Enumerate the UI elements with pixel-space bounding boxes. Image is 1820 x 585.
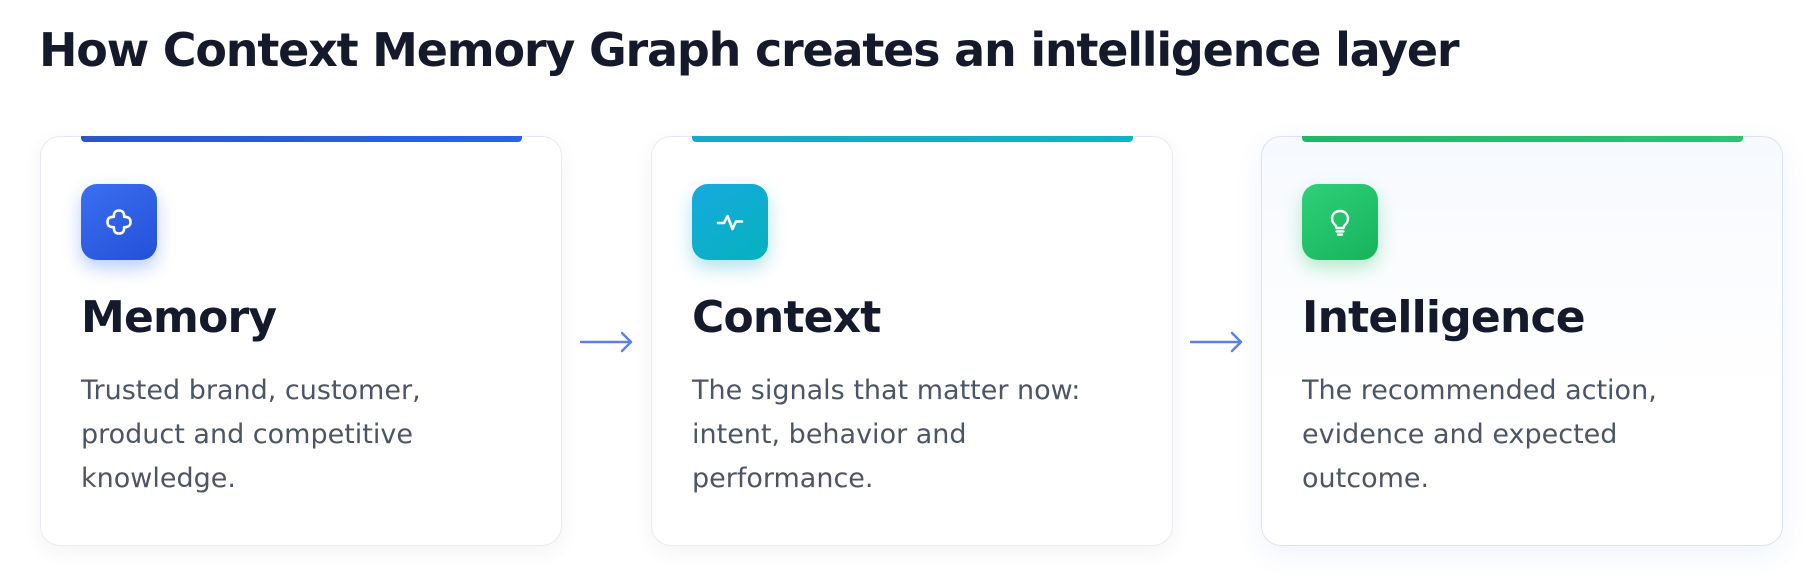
connector-arrow-2 (1190, 327, 1244, 357)
context-card: Context The signals that matter now: int… (651, 136, 1173, 546)
lightbulb-icon (1330, 209, 1350, 236)
memory-title: Memory (81, 292, 277, 343)
context-title: Context (692, 292, 881, 343)
context-icon-tile (692, 184, 768, 260)
context-accent-bar (692, 136, 1133, 142)
page-title: How Context Memory Graph creates an inte… (39, 23, 1460, 77)
intelligence-title: Intelligence (1302, 292, 1586, 343)
intelligence-card: Intelligence The recommended action, evi… (1261, 136, 1783, 546)
context-description: The signals that matter now: intent, beh… (692, 375, 1081, 494)
memory-description: Trusted brand, customer, product and com… (81, 375, 421, 494)
memory-icon-tile (81, 184, 157, 260)
connector-arrow-1 (580, 327, 634, 357)
intelligence-icon-tile (1302, 184, 1378, 260)
intelligence-description: The recommended action, evidence and exp… (1302, 375, 1657, 494)
memory-accent-bar (81, 136, 522, 142)
knowledge-node-icon (106, 209, 132, 235)
right-arrow-icon (580, 331, 633, 353)
intelligence-accent-bar (1302, 136, 1743, 142)
right-arrow-icon (1190, 331, 1243, 353)
activity-pulse-icon (716, 214, 744, 231)
memory-card: Memory Trusted brand, customer, product … (40, 136, 562, 546)
